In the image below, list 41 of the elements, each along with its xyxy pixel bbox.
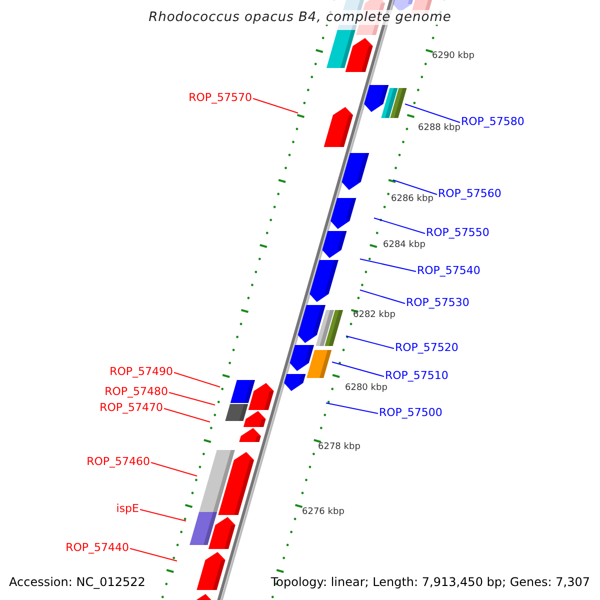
leader-line (150, 462, 198, 476)
leader-line (140, 509, 186, 522)
gene-label: ROP_57470 (100, 401, 163, 414)
leader-line (346, 336, 394, 349)
leader-line (332, 362, 384, 377)
leader-line (404, 104, 460, 123)
accession-text: Accession: NC_012522 (9, 574, 146, 590)
title: Rhodococcus opacus B4, complete genome (146, 10, 454, 25)
gene-label: ROP_57550 (426, 226, 490, 239)
scale-label: 6282 kbp (353, 310, 396, 321)
gene-label: ROP_57460 (86, 455, 150, 468)
scale-label: 6278 kbp (318, 442, 360, 453)
scale-label: 6288 kbp (418, 123, 460, 134)
leader-line (130, 548, 178, 562)
gene-label: ROP_57480 (104, 385, 168, 398)
leader-line (374, 218, 426, 234)
leader-line (392, 180, 438, 195)
gene-label: ROP_57570 (188, 91, 252, 104)
scale-label: 6286 kbp (391, 194, 434, 205)
gene-label: ROP_57490 (110, 365, 173, 378)
leader-line (360, 258, 416, 272)
genome-info-text: Topology: linear; Length: 7,913,450 bp; Genes: 7,307 (270, 574, 590, 590)
gene-label: ROP_57440 (66, 541, 129, 554)
gene-label: ROP_57560 (438, 187, 502, 200)
leader-line (252, 98, 298, 114)
leader-line (360, 290, 406, 304)
gene-label: ROP_57580 (461, 115, 524, 128)
leader-line (164, 408, 210, 422)
gene-label: ROP_57510 (385, 369, 448, 382)
gene-label: ROP_57530 (406, 296, 470, 309)
gene-label: ROP_57500 (379, 406, 442, 419)
leader-line (326, 402, 378, 414)
scale-label: 6284 kbp (383, 240, 426, 251)
scale-label: 6276 kbp (302, 507, 344, 518)
scale-label: 6280 kbp (345, 383, 388, 394)
scale-label: 6290 kbp (432, 51, 474, 62)
leader-line (174, 372, 220, 388)
leader-line (168, 392, 216, 406)
gene-label: ROP_57520 (395, 341, 458, 354)
gene-label: ispE (116, 502, 139, 515)
gene-label: ROP_57540 (417, 264, 480, 277)
